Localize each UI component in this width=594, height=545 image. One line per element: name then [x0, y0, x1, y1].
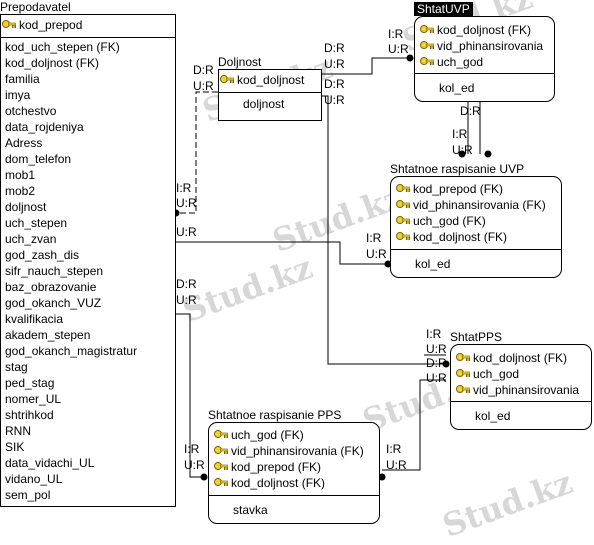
constraint-label: I:R [366, 231, 382, 245]
rel-doljnost-shtatuvp [322, 57, 410, 75]
key-section: kod_doljnost (FK) vid_phinansirovania uc… [415, 17, 554, 74]
rel-doljnost-prepodavatel [176, 91, 218, 214]
key-icon [213, 428, 229, 442]
key-icon [1, 18, 17, 32]
constraint-label: U:R [452, 143, 473, 157]
constraint-label: D:R [193, 63, 214, 77]
constraint-label: U:R [193, 79, 214, 93]
entity-box: kod_doljnost doljnost [218, 69, 322, 121]
key-icon [213, 444, 229, 458]
constraint-label: D:R [460, 104, 481, 118]
constraint-label: I:R [176, 181, 192, 195]
relationship-lines [172, 54, 492, 481]
entity-title: Shtatnoe raspisanie PPS [208, 408, 342, 422]
key-icon [395, 214, 411, 228]
entity-box: kod_prepod kod_uch_stepen (FK) kod_doljn… [0, 14, 176, 507]
constraint-label: U:R [176, 225, 197, 239]
entity-shtatuvp[interactable]: ShtatUVP kod_doljnost (FK) vid_phinansir… [414, 2, 555, 102]
entity-box: kod_prepod (FK) vid_phinansirovania (FK)… [390, 176, 562, 278]
constraint-label: I:R [386, 442, 402, 456]
key-name: kod_prepod [19, 18, 83, 32]
entity-shtatpps[interactable]: ShtatPPS kod_doljnost (FK) uch_god vid_p… [450, 330, 592, 430]
entity-shtatnoe-raspisanie-uvp[interactable]: Shtatnoe raspisanie UVP kod_prepod (FK) … [390, 162, 562, 278]
constraint-label: U:R [184, 458, 205, 472]
key-section: uch_god (FK) vid_phinansirovania (FK) ko… [209, 423, 379, 496]
key-icon [219, 73, 235, 87]
constraint-label: U:R [324, 57, 345, 71]
constraint-label: I:R [184, 442, 200, 456]
key-icon [419, 55, 435, 69]
constraint-label: U:R [324, 93, 345, 107]
rel-doljnost-shtatpps [322, 95, 446, 365]
constraint-label: I:R [388, 27, 404, 41]
entity-title: Doljnost [218, 55, 262, 69]
entity-title: ShtatPPS [450, 330, 503, 344]
key-icon [419, 23, 435, 37]
rel-shtatpps-rasppps [382, 379, 446, 471]
entity-box: kod_doljnost (FK) uch_god vid_phinansiro… [450, 344, 592, 430]
key-section: kod_prepod (FK) vid_phinansirovania (FK)… [391, 177, 561, 250]
key-section: kod_prepod [1, 15, 175, 38]
rel-prepodavatel-rasppps [176, 313, 204, 478]
constraint-label: I:R [452, 127, 468, 141]
key-icon [213, 460, 229, 474]
key-section: kod_doljnost (FK) uch_god vid_phinansiro… [451, 345, 591, 402]
entity-prepodavatel[interactable]: Prepodavatel kod_prepod kod_uch_stepen (… [0, 0, 176, 507]
constraint-label: U:R [176, 293, 197, 307]
entity-title: Shtatnoe raspisanie UVP [390, 162, 525, 176]
constraint-label: D:R [324, 41, 345, 55]
key-icon [455, 367, 471, 381]
constraint-label: D:R [176, 277, 197, 291]
key-icon [395, 198, 411, 212]
key-icon [455, 351, 471, 365]
entity-box: uch_god (FK) vid_phinansirovania (FK) ko… [208, 422, 380, 524]
entity-title: ShtatUVP [414, 2, 473, 16]
key-section: kod_doljnost [219, 70, 321, 93]
key-icon [395, 230, 411, 244]
constraint-label: U:R [426, 371, 447, 385]
key-icon [455, 383, 471, 397]
key-icon [213, 476, 229, 490]
constraint-label: U:R [386, 458, 407, 472]
entity-doljnost[interactable]: Doljnost kod_doljnost doljnost [218, 55, 322, 121]
rel-prepodavatel-raspuvp [176, 241, 388, 265]
constraint-label: D:R [324, 77, 345, 91]
constraint-label: U:R [366, 247, 387, 261]
entity-shtatnoe-raspisanie-pps[interactable]: Shtatnoe raspisanie PPS uch_god (FK) vid… [208, 408, 380, 524]
constraint-label: D:R [426, 356, 447, 370]
constraint-label: U:R [176, 196, 197, 210]
key-icon [395, 182, 411, 196]
key-icon [419, 39, 435, 53]
key-name: kod_doljnost [237, 73, 305, 87]
constraint-label: U:R [388, 42, 409, 56]
entity-box: kod_doljnost (FK) vid_phinansirovania uc… [414, 16, 555, 102]
entity-title: Prepodavatel [0, 0, 71, 14]
constraint-label: I:R [426, 327, 442, 341]
constraint-label: U:R [426, 342, 447, 356]
